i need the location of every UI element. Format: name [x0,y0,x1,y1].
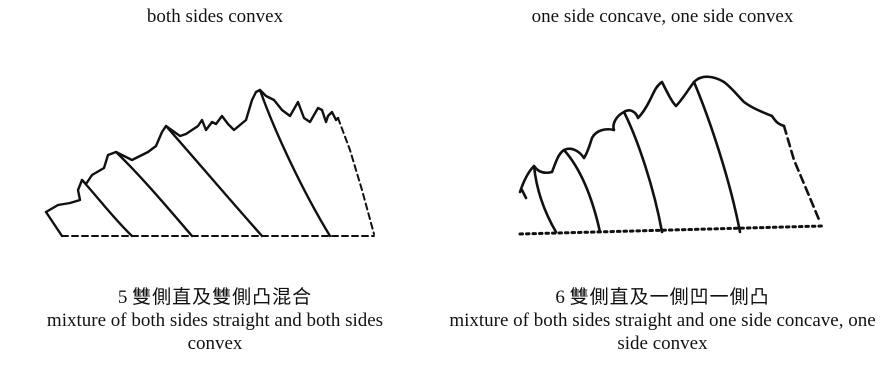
zh-label-right: 雙側直及一側凹一側凸 [569,286,770,308]
tooth-line-1 [562,148,602,234]
caption-right: 6 雙側直及一側凹一側凸 mixture of both sides strai… [440,286,885,355]
right-dashed-edge [337,117,375,235]
panel-both-sides-convex: both sides convex 5 雙側直及雙側凸混合 mixture of… [0,0,430,378]
left-edge [532,164,558,234]
teeth-diagram-left [44,88,375,238]
tooth-line-1 [80,178,134,238]
caption-left: 5 雙側直及雙側凸混合 mixture of both sides straig… [0,286,430,355]
left-stub [520,188,528,200]
panel-one-side-concave: one side concave, one side convex 6 雙側直及… [440,0,885,378]
tooth-line-2 [622,110,664,234]
right-dashed-edge [782,124,822,224]
tooth-line-2 [114,150,194,238]
zh-label-left: 雙側直及雙側凸混合 [132,286,313,308]
figure-number-left: 5 [117,287,128,308]
left-base-edge [44,210,64,238]
en-label-right: mixture of both sides straight and one s… [449,310,876,354]
tooth-line-3 [164,124,264,238]
tooth-outline [44,88,340,214]
tooth-line-4 [258,88,332,238]
teeth-diagram-right [518,75,824,236]
en-label-left: mixture of both sides straight and both … [46,310,384,354]
top-label-right: one side concave, one side convex [531,6,794,27]
top-label-left: both sides convex [146,6,284,27]
tooth-outline [518,75,786,194]
figure-number-right: 6 [555,287,565,308]
base-dotted-line [518,224,824,236]
tooth-line-3 [692,80,742,234]
